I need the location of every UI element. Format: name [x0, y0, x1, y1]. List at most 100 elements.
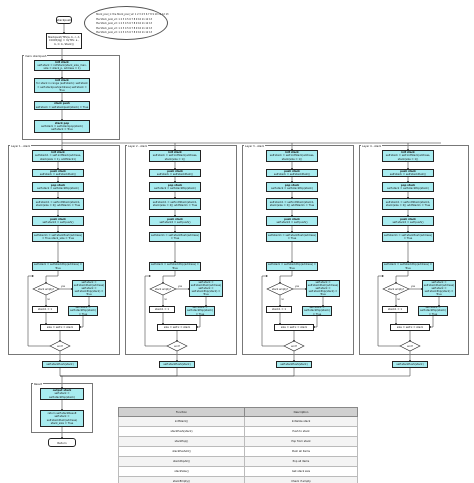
box-text: for stack in range (self.stack): self.st…: [36, 82, 88, 92]
box-title: pop stack: [284, 183, 300, 187]
decision-label: stack empty?: [154, 287, 172, 291]
lane-merge-box: size = self.x = stack: [40, 324, 80, 331]
lane-side-box: self.stack = self.stackPush(address) sel…: [72, 280, 106, 297]
box-title: push stack: [400, 217, 416, 221]
legend-row: stackPushAll()Push all items: [118, 446, 359, 457]
lane-side-box-2: self.stack = self.stackPop(stack) = True: [68, 306, 98, 316]
legend-row: initStack()Initialize stack: [118, 416, 359, 427]
legend-description-cell: Initialize stack: [243, 416, 359, 427]
box-text: self.stack = self.stackPop(stack) = True: [304, 306, 330, 316]
box-text: self.stack = self.stackPush(): [156, 173, 194, 176]
box-text: self.stack = self.stackPop(stack): [37, 187, 79, 190]
box-text: self.stack = self.stackPush(): [39, 173, 77, 176]
lane-region: Layer 3 - stack: [242, 144, 354, 355]
lane-side-box: self.stack = self.stackPush(address) sel…: [189, 280, 223, 297]
lane-step-box: self.stack = self.stackPop(address) = Tr…: [382, 262, 434, 271]
lane-side-box-2: self.stack = self.stackPop(stack) = True: [418, 306, 448, 316]
note-line: Stock_pool_1: the Stock_pool_v2: 1 2 3 4…: [96, 13, 169, 16]
lane-step-box: self.stack = self.stackPop(address) = Tr…: [32, 262, 84, 271]
note-cloud-text: Stock_pool_1: the Stock_pool_v2: 1 2 3 4…: [88, 10, 177, 39]
box-text: self.stack = self.stackPop(address) = Tr…: [268, 263, 316, 270]
box-text: self.stack = self.stackPop(stack) = True: [70, 306, 96, 316]
legend-function-cell: stackSize(): [118, 466, 245, 477]
lane-output-box: self.stackPush(stack): [159, 361, 195, 368]
lane-label: Layer 4 - stack: [361, 144, 383, 148]
box-text: self.stack = self.stackPop(address) = Tr…: [151, 263, 199, 270]
lane-region: Layer 4 - stack: [359, 144, 469, 355]
decision-label: stack empty?: [271, 287, 289, 291]
box-text: self.stack1 = self.initStack(stack1, sta…: [385, 200, 431, 207]
end-decision-label: end?: [407, 344, 413, 348]
box-text: self.stack1 = self.stackPush(address) = …: [267, 233, 317, 240]
box-text: self.stack = self.stackPop(address) = Tr…: [34, 263, 82, 270]
box-text: self.stack = self.stackpush(stack) = Tru…: [35, 105, 89, 109]
end-terminal: Return: [48, 438, 76, 447]
box-title: init stack: [55, 60, 69, 64]
edge-label-no: no: [164, 298, 167, 301]
lane-left-box: stack1 = 1: [266, 306, 292, 313]
decision-label: stack empty?: [37, 287, 55, 291]
box-text: self.stack = self.initStack(address, sta…: [269, 154, 315, 161]
legend-row: stackEmpty()Check if empty: [118, 476, 359, 483]
box-text: self.stack = self.stackPush(address) sel…: [73, 280, 105, 297]
box-title: pop stack: [167, 183, 183, 187]
box-title: pop stack: [400, 183, 416, 187]
lane-step-box: self.stack = self.stackPop(address) = Tr…: [149, 262, 201, 271]
edge-label-no: no: [281, 298, 284, 301]
lane-merge-box: size = self.x = stack: [390, 324, 430, 331]
lane-side-box-2: self.stack = self.stackPop(stack) = True: [185, 306, 215, 316]
box-text: self.stack = self.stackPush(address) sel…: [307, 280, 339, 297]
note-line: the Stock_pool_v2: 1 2 3 4 5 6 7 8 9 10 …: [96, 22, 152, 26]
note-line: the Stock_pool_v2: 1 2 3 4 5 6 7 8 9 10 …: [96, 31, 152, 35]
box-text: size = self.x = stack: [46, 325, 74, 329]
end-decision-label: end?: [174, 344, 180, 348]
legend-description-cell: Pop all items: [243, 456, 359, 467]
box-title: push stack: [167, 217, 183, 221]
lane-label: Layer 2 - stack: [127, 144, 149, 148]
box-title: push stack: [167, 169, 183, 173]
box-text: self.stackPush(stack): [280, 362, 308, 366]
lane-step-box: self.stack1 = self.initStack(stack1, sta…: [382, 198, 434, 210]
box-text: self.stack = self.stackPush(address) sel…: [190, 280, 222, 297]
legend-description-cell: Pop from stack: [243, 436, 359, 447]
box-text: self.stack1 = self.initStack(stack1, sta…: [152, 200, 198, 207]
box-text: self.stack2 = self.push(): [392, 221, 424, 224]
final-region-label: Result: [33, 382, 44, 386]
box-text: self.stack2 = self.push(): [276, 221, 308, 224]
box-text: stack1 = 1: [37, 307, 52, 311]
box-title: push stack: [400, 169, 416, 173]
lane-output-box: self.stackPush(stack): [42, 361, 78, 368]
box-title: push stack: [284, 217, 300, 221]
lane-output-box: self.stackPush(stack): [392, 361, 428, 368]
lane-step-box: self.stack1 = self.initStack(stack1, sta…: [266, 198, 318, 210]
box-text: self.stack = self.stackPush(): [389, 173, 427, 176]
legend-description-cell: Push to stack: [243, 426, 359, 437]
box-text: self.stack = self.stackPop(stack): [387, 187, 429, 190]
box-title: pop stack: [50, 183, 66, 187]
legend-function-cell: stackPop(): [118, 436, 245, 447]
box-text: self.stack = self.initStack(address, sta…: [152, 154, 198, 161]
box-text: self.stack1 = self.initStack(stack1, sta…: [35, 200, 81, 207]
lane-region: Layer 2 - stack: [125, 144, 237, 355]
box-text: self.stack2 = self.push(): [159, 221, 191, 224]
lane-left-box: stack1 = 1: [382, 306, 408, 313]
box-title: push stack: [50, 169, 66, 173]
box-text: stack1 = 1: [154, 307, 169, 311]
box-text: size = self.x = stack: [396, 325, 424, 329]
edge-label-yes: yes: [411, 285, 415, 288]
legend-row: stackPopAll()Pop all items: [118, 456, 359, 467]
box-title: init stack: [285, 151, 299, 155]
box-title: push stack: [284, 169, 300, 173]
box-text: self.stack = self.stackPop(stack): [154, 187, 196, 190]
box-text: self.stack1 = self.stackPush(address) = …: [383, 233, 433, 240]
main-region-label: main: stackpush: [24, 54, 48, 58]
box-text: self.stack = self.stackPush(): [273, 173, 311, 176]
